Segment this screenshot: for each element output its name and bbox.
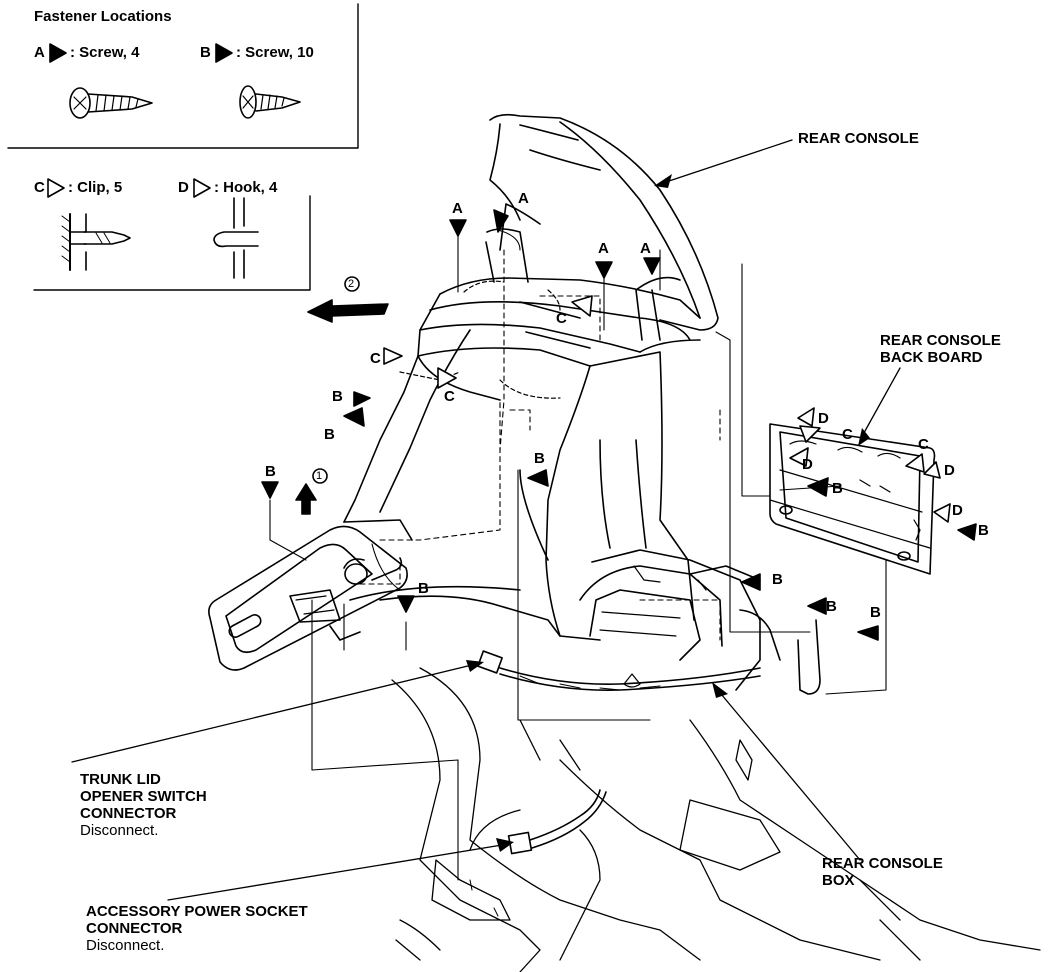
clip-c-icon [61, 213, 131, 271]
marker-b-label: B [332, 388, 343, 405]
callout-arrowheads [466, 174, 870, 852]
marker-c-label: C [842, 426, 853, 443]
step-1-number: 1 [316, 470, 323, 482]
marker-a-label: A [598, 240, 609, 257]
alignment-lines [269, 229, 887, 881]
marker-b-label: B [826, 598, 837, 615]
hook-d-icon [213, 197, 259, 279]
back-board-label-line2: BACK BOARD [880, 349, 983, 366]
trunk-connector-label-line1: TRUNK LID [80, 771, 161, 788]
legend-b-letter: B [200, 44, 211, 61]
back-board-panel [769, 423, 936, 575]
legend-a-letter: A [34, 44, 45, 61]
hidden-lines [359, 249, 721, 641]
lower-tray [208, 525, 408, 671]
trunk-connector-label-line3: CONNECTOR [80, 805, 177, 822]
wire-harness [477, 650, 761, 691]
marker-d-label: D [818, 410, 829, 427]
marker-a-label: A [640, 240, 651, 257]
rear-console-label: REAR CONSOLE [798, 130, 919, 147]
legend-c-letter: C [34, 179, 45, 196]
accessory-connector-action: Disconnect. [86, 937, 165, 954]
trunk-connector-label-line2: OPENER SWITCH [80, 788, 207, 805]
marker-b-label: B [265, 463, 276, 480]
marker-a-label: A [518, 190, 529, 207]
marker-d-label: D [944, 462, 955, 479]
accessory-connector-label-line1: ACCESSORY POWER SOCKET [86, 903, 308, 920]
marker-c-label: C [444, 388, 455, 405]
marker-b-label: B [978, 522, 989, 539]
marker-a-label: A [452, 200, 463, 217]
rear-console-shell [343, 113, 719, 641]
legend-a-text: : Screw, 4 [70, 44, 140, 61]
console-box-label-line1: REAR CONSOLE [822, 855, 943, 872]
marker-d-label: D [802, 456, 813, 473]
marker-b-label: B [324, 426, 335, 443]
legend-frame [7, 3, 359, 291]
trunk-connector-action: Disconnect. [80, 822, 159, 839]
marker-d-label: D [952, 502, 963, 519]
hook-d-markers [789, 407, 951, 523]
screw-b-markers [261, 391, 977, 641]
legend-d-text: : Hook, 4 [214, 179, 278, 196]
screw-a-icon [69, 87, 153, 119]
legend-title: Fastener Locations [34, 8, 172, 25]
marker-c-label: C [556, 310, 567, 327]
marker-c-label: C [918, 436, 929, 453]
marker-b-label: B [832, 480, 843, 497]
rear-console-box [519, 351, 821, 695]
vehicle-floor [391, 667, 1041, 972]
console-box-label-line2: BOX [822, 872, 855, 889]
step-2-arrow [307, 276, 389, 323]
marker-b-label: B [772, 571, 783, 588]
marker-b-label: B [418, 580, 429, 597]
marker-c-label: C [370, 350, 381, 367]
marker-b-label: B [870, 604, 881, 621]
legend-b-text: : Screw, 10 [236, 44, 314, 61]
clip-c-markers [383, 295, 925, 473]
accessory-connector-label-line2: CONNECTOR [86, 920, 183, 937]
legend-markers [47, 43, 233, 198]
screw-b-icon [239, 85, 301, 119]
step-2-number: 2 [348, 278, 355, 290]
step-1-arrow [295, 468, 328, 515]
marker-b-label: B [534, 450, 545, 467]
legend-c-text: : Clip, 5 [68, 179, 123, 196]
callout-leaders [71, 139, 901, 901]
back-board-label-line1: REAR CONSOLE [880, 332, 1001, 349]
legend-d-letter: D [178, 179, 189, 196]
screw-a-markers [449, 209, 661, 279]
